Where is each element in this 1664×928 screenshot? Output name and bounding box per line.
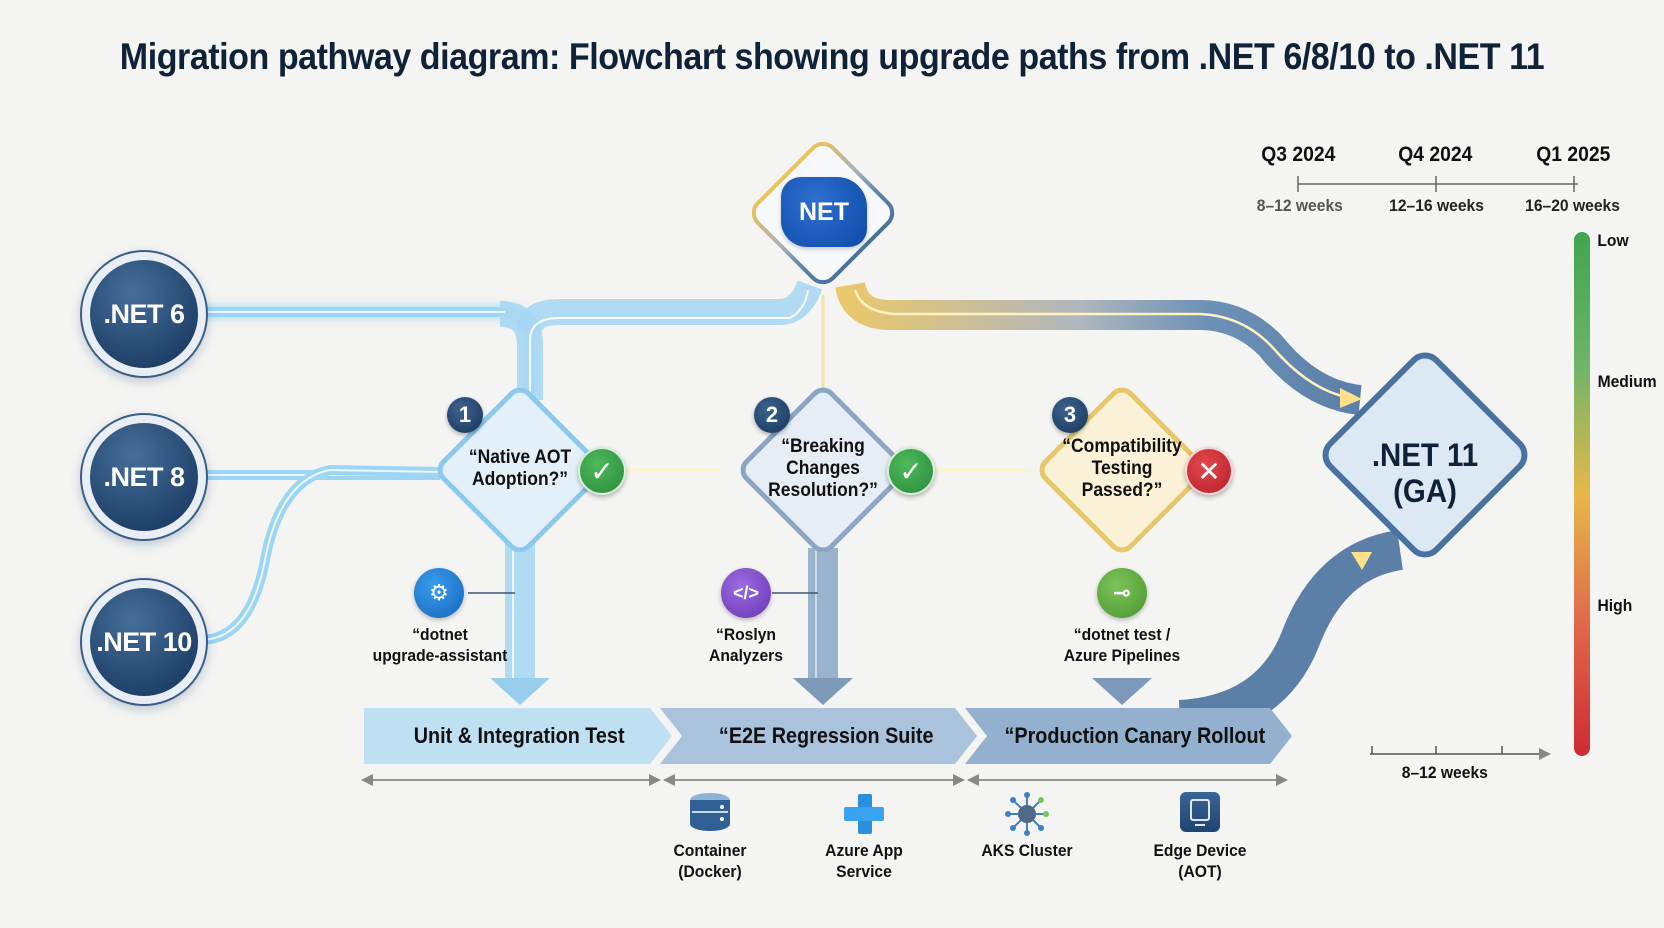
tool-line: upgrade-assistant (372, 646, 508, 665)
cluster-icon (1005, 792, 1049, 836)
target-label: .NET 11 (GA) (1351, 437, 1498, 509)
arrow-2-down (793, 678, 853, 705)
step-number-2: 2 (754, 397, 790, 433)
deploy-line: AKS Cluster (981, 841, 1073, 860)
source-node-net10[interactable]: .NET 10 (80, 578, 208, 706)
tool-line: “Roslyn (716, 625, 776, 644)
path-net6-glow (200, 304, 538, 400)
deploy-label-edge: Edge Device (AOT) (1145, 840, 1255, 882)
check-icon: ✓ (887, 447, 935, 495)
tool-line: Analyzers (709, 646, 783, 665)
tool-line: “dotnet (412, 625, 468, 644)
duration-label: 8–12 weeks (1256, 196, 1343, 215)
duration-label: 12–16 weeks (1389, 196, 1484, 215)
target-line: (GA) (1393, 473, 1457, 509)
tool-label-roslyn: “Roslyn Analyzers (682, 624, 811, 666)
path-rollout-to-target (1178, 530, 1404, 740)
decision-line: “Native AOT (468, 447, 572, 468)
path-hub-to-1 (517, 280, 823, 332)
decision-line: Testing (1091, 458, 1153, 479)
source-label: .NET 10 (96, 626, 192, 657)
decision-line: “Compatibility (1062, 436, 1182, 457)
stage-chevron-3 (965, 708, 1292, 764)
duration-label: 16–20 weeks (1525, 196, 1620, 215)
deploy-label-container: Container (Docker) (655, 840, 765, 882)
code-icon: </> (721, 568, 771, 618)
arrow-to-target-bottom (1351, 552, 1372, 570)
check-icon: ✓ (578, 447, 626, 495)
x-icon: ✕ (1185, 447, 1233, 495)
deploy-line: Azure App (825, 841, 903, 860)
stage-label: Unit & Integration Test (413, 723, 625, 748)
stage-chevron-2 (660, 708, 977, 764)
risk-scale-bar (1574, 232, 1590, 756)
path-hub-to-target (835, 281, 1363, 415)
step-number-3: 3 (1052, 397, 1088, 433)
dotnet-logo-icon: NET (781, 177, 867, 247)
stage-label: “E2E Regression Suite (718, 723, 934, 748)
deploy-line: (Docker) (678, 862, 742, 881)
arrow-3-down (1092, 678, 1152, 705)
stage-production-canary[interactable]: “Production Canary Rollout (982, 708, 1288, 764)
azure-plus-icon (842, 792, 886, 836)
source-label: .NET 6 (103, 298, 185, 329)
decision-line: “Breaking (781, 436, 865, 457)
database-icon (688, 792, 732, 832)
risk-label-low: Low (1597, 231, 1629, 250)
gear-icon: ⚙ (414, 568, 464, 618)
quarter-label: Q4 2024 (1398, 143, 1473, 166)
arrow-to-target-top (1340, 388, 1362, 408)
deploy-line: Service (836, 862, 892, 881)
deploy-line: (AOT) (1178, 862, 1222, 881)
bottom-duration-label: 8–12 weeks (1401, 763, 1488, 782)
risk-label-high: High (1597, 596, 1633, 615)
stage-chevron-1 (364, 708, 672, 764)
decision-line: Passed?” (1081, 480, 1163, 501)
deploy-label-aks: AKS Cluster (972, 840, 1082, 861)
target-diamond (1322, 352, 1528, 558)
arrow-1-down (490, 678, 550, 705)
hub-label: NET (799, 197, 849, 226)
tool-line: Azure Pipelines (1063, 646, 1181, 665)
stage-label: “Production Canary Rollout (1004, 723, 1266, 748)
page-title: Migration pathway diagram: Flowchart sho… (119, 36, 1545, 77)
decision-text-2: “Breaking Changes Resolution?” (749, 436, 896, 502)
stage-unit-integration[interactable]: Unit & Integration Test (364, 708, 674, 764)
tool-label-dotnet-test: “dotnet test / Azure Pipelines (1048, 624, 1195, 666)
quarter-label: Q3 2024 (1261, 143, 1336, 166)
decision-text-1: “Native AOT Adoption?” (446, 447, 593, 491)
deploy-line: Edge Device (1153, 841, 1247, 860)
decision-line: Adoption?” (471, 469, 569, 490)
tool-label-upgrade-assistant: “dotnet upgrade-assistant (366, 624, 513, 666)
tool-line: “dotnet test / (1073, 625, 1171, 644)
decision-line: Changes (786, 458, 860, 479)
risk-label-medium: Medium (1597, 372, 1657, 391)
source-node-net8[interactable]: .NET 8 (80, 413, 208, 541)
deploy-line: Container (673, 841, 747, 860)
decision-text-3: “Compatibility Testing Passed?” (1044, 436, 1200, 502)
quarter-label: Q1 2025 (1536, 143, 1611, 166)
device-icon (1180, 792, 1220, 832)
pipeline-icon: ⊸ (1097, 568, 1147, 618)
target-line: .NET 11 (1371, 437, 1479, 473)
stage-e2e-regression[interactable]: “E2E Regression Suite (676, 708, 976, 764)
deploy-label-app-service: Azure App Service (809, 840, 919, 882)
path-net10 (199, 464, 441, 645)
decision-line: Resolution?” (768, 480, 878, 501)
step-number-1: 1 (447, 397, 483, 433)
source-label: .NET 8 (103, 461, 185, 492)
source-node-net6[interactable]: .NET 6 (80, 250, 208, 378)
